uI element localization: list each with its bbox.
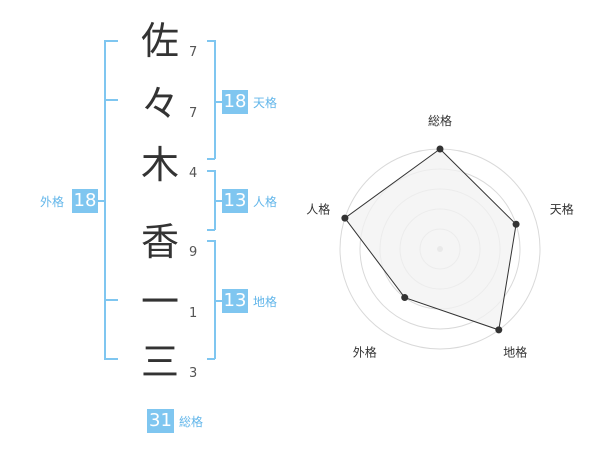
radar-point-3 — [495, 326, 503, 334]
radar-data-polygon — [344, 148, 517, 331]
radar-point-5 — [341, 214, 349, 222]
soukaku-label: 総格 — [179, 415, 204, 429]
jinkaku-connector — [215, 200, 223, 202]
kanji-3: 木 — [140, 143, 179, 187]
chikaku-bracket-bottom — [207, 358, 215, 360]
jinkaku-bracket-top — [207, 170, 215, 172]
soukaku-value: 31 — [147, 409, 174, 433]
chikaku-label: 地格 — [253, 295, 278, 309]
radar-axis-label-1: 総格 — [428, 113, 452, 128]
radar-axis-label-3: 地格 — [503, 345, 527, 360]
jinkaku-label: 人格 — [253, 195, 278, 209]
tenkaku-label: 天格 — [253, 96, 278, 110]
stroke-count-6: 3 — [189, 366, 198, 381]
kanji-1: 佐 — [140, 19, 179, 63]
jinkaku-value: 13 — [222, 189, 248, 213]
gaikaku-bracket-vertical — [104, 40, 106, 359]
radar-axis-label-2: 天格 — [550, 201, 574, 216]
gaikaku-bracket-tick-1 — [104, 99, 118, 101]
radar-axis-label-5: 人格 — [306, 201, 330, 216]
radar-point-4 — [401, 294, 409, 302]
radar-point-1 — [436, 145, 444, 153]
radar-point-2 — [512, 220, 520, 228]
chikaku-connector — [215, 300, 223, 302]
kanji-2: 々 — [140, 82, 179, 126]
gaikaku-connector — [98, 200, 105, 202]
kanji-5: 一 — [140, 280, 179, 324]
gaikaku-bracket-tick-2 — [104, 299, 118, 301]
chikaku-bracket-vertical — [214, 240, 216, 359]
gaikaku-value: 18 — [72, 189, 98, 213]
stroke-count-5: 1 — [189, 306, 198, 321]
tenkaku-connector — [215, 101, 223, 103]
gaikaku-bracket-top — [104, 40, 118, 42]
tenkaku-bracket-bottom — [207, 158, 215, 160]
chikaku-value: 13 — [222, 289, 248, 313]
stroke-count-1: 7 — [189, 45, 198, 60]
stroke-count-4: 9 — [189, 245, 198, 260]
kanji-4: 香 — [140, 220, 179, 264]
radar-axis-label-4: 外格 — [353, 345, 377, 360]
gaikaku-bracket-bottom — [104, 358, 118, 360]
tenkaku-value: 18 — [222, 90, 248, 114]
jinkaku-bracket-bottom — [207, 229, 215, 231]
tenkaku-bracket-top — [207, 40, 215, 42]
gaikaku-label: 外格 — [40, 195, 65, 209]
chikaku-bracket-top — [207, 240, 215, 242]
stroke-count-3: 4 — [189, 166, 198, 181]
tenkaku-bracket-vertical — [214, 40, 216, 159]
stroke-count-2: 7 — [189, 106, 198, 121]
kanji-6: 三 — [140, 340, 179, 384]
